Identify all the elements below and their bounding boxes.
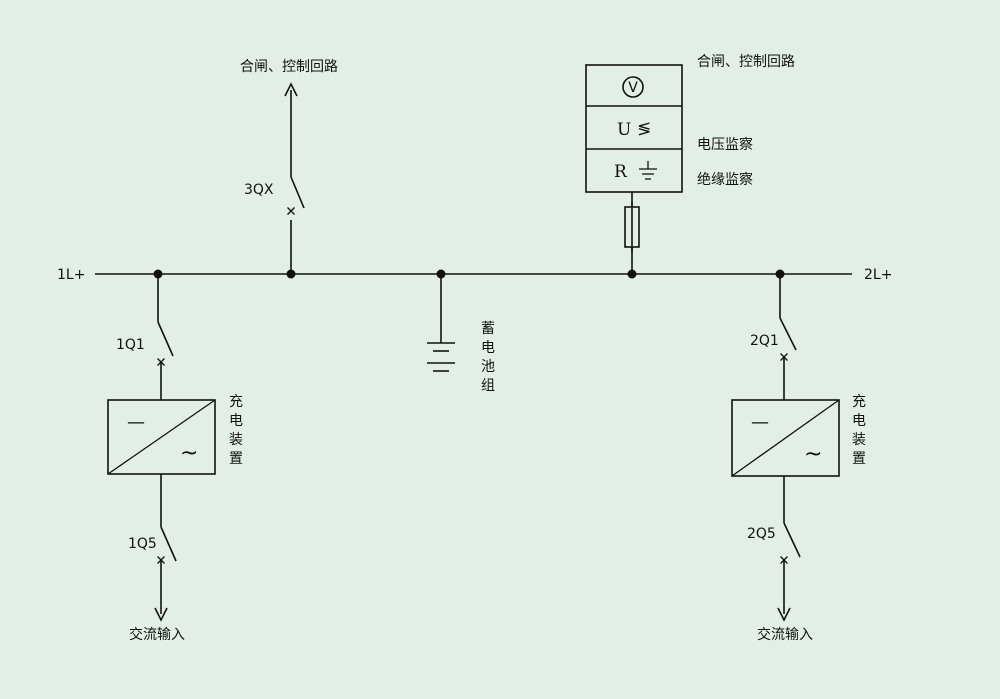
charger-left-label-char-1: 充 bbox=[229, 394, 243, 410]
charger-right-ac-symbol: ~ bbox=[804, 442, 822, 467]
arrow-icon bbox=[284, 82, 298, 97]
charger-left-label-char-2: 电 bbox=[229, 413, 243, 429]
switch-2q5-label: 2Q5 bbox=[747, 526, 776, 542]
charger-right-label-char-1: 充 bbox=[852, 394, 866, 410]
charger-right-label-char-2: 电 bbox=[852, 413, 866, 429]
battery-label-char-1: 蓄 bbox=[481, 321, 495, 337]
voltmeter-icon: V bbox=[622, 76, 644, 98]
charger-right-dc-symbol: — bbox=[751, 412, 769, 433]
battery-label-char-2: 电 bbox=[481, 340, 495, 356]
switch-1q1-blade bbox=[157, 321, 174, 357]
voltage-u-symbol: U bbox=[617, 120, 631, 140]
charger-left-label-char-4: 置 bbox=[229, 451, 243, 467]
insulation-r-symbol: R bbox=[614, 162, 628, 182]
ac-input-right-label: 交流输入 bbox=[757, 626, 813, 643]
charger-left-dc-symbol: — bbox=[127, 412, 145, 433]
svg-text:V: V bbox=[628, 80, 638, 96]
monitor-top-label: 合闸、控制回路 bbox=[697, 54, 795, 70]
right-charger-branch: 2Q1 — ~ 充 电 装 置 2Q5 交流输入 bbox=[731, 274, 866, 643]
monitor-box bbox=[585, 64, 683, 193]
charger-left-ac-symbol: ~ bbox=[180, 441, 198, 466]
switch-3qx-label: 3QX bbox=[244, 182, 274, 198]
switch-3qx-blade bbox=[290, 176, 305, 209]
battery-label-char-3: 池 bbox=[481, 359, 495, 375]
battery-label-char-4: 组 bbox=[481, 378, 495, 394]
left-charger-branch: 1Q1 — ~ 充 电 装 置 1Q5 交流输入 bbox=[107, 274, 243, 643]
switch-2q1-label: 2Q1 bbox=[750, 333, 779, 349]
bus-left-label: 1L+ bbox=[57, 267, 85, 283]
voltage-compare-symbol: ≶ bbox=[637, 119, 651, 139]
charger-right-label-char-4: 置 bbox=[852, 451, 866, 467]
switch-2q5-blade bbox=[783, 522, 801, 558]
ac-input-left-label: 交流输入 bbox=[129, 626, 185, 643]
arrow-icon bbox=[777, 607, 791, 622]
bus-right-label: 2L+ bbox=[864, 267, 892, 283]
charger-box-right bbox=[731, 399, 840, 477]
charger-left-label-char-3: 装 bbox=[229, 432, 243, 448]
switch-2q1-blade bbox=[779, 317, 797, 351]
battery-icon bbox=[427, 342, 455, 372]
branch-3qx: 3QX 合闸、控制回路 bbox=[240, 59, 338, 274]
switch-1q5-label: 1Q5 bbox=[128, 536, 157, 552]
switch-1q1-label: 1Q1 bbox=[116, 337, 145, 353]
ground-icon bbox=[639, 161, 657, 180]
switch-1q5-blade bbox=[160, 526, 177, 562]
insulation-monitor-label: 绝缘监察 bbox=[697, 171, 753, 188]
arrow-icon bbox=[154, 607, 168, 622]
battery-branch: 蓄 电 池 组 bbox=[427, 274, 495, 394]
voltage-monitor-label: 电压监察 bbox=[697, 136, 753, 153]
branch-top-left-label: 合闸、控制回路 bbox=[240, 59, 338, 75]
charger-right-label-char-3: 装 bbox=[852, 432, 866, 448]
monitor-branch: V U ≶ R 合闸、控制回路 电压监察 绝缘监察 bbox=[585, 54, 795, 274]
